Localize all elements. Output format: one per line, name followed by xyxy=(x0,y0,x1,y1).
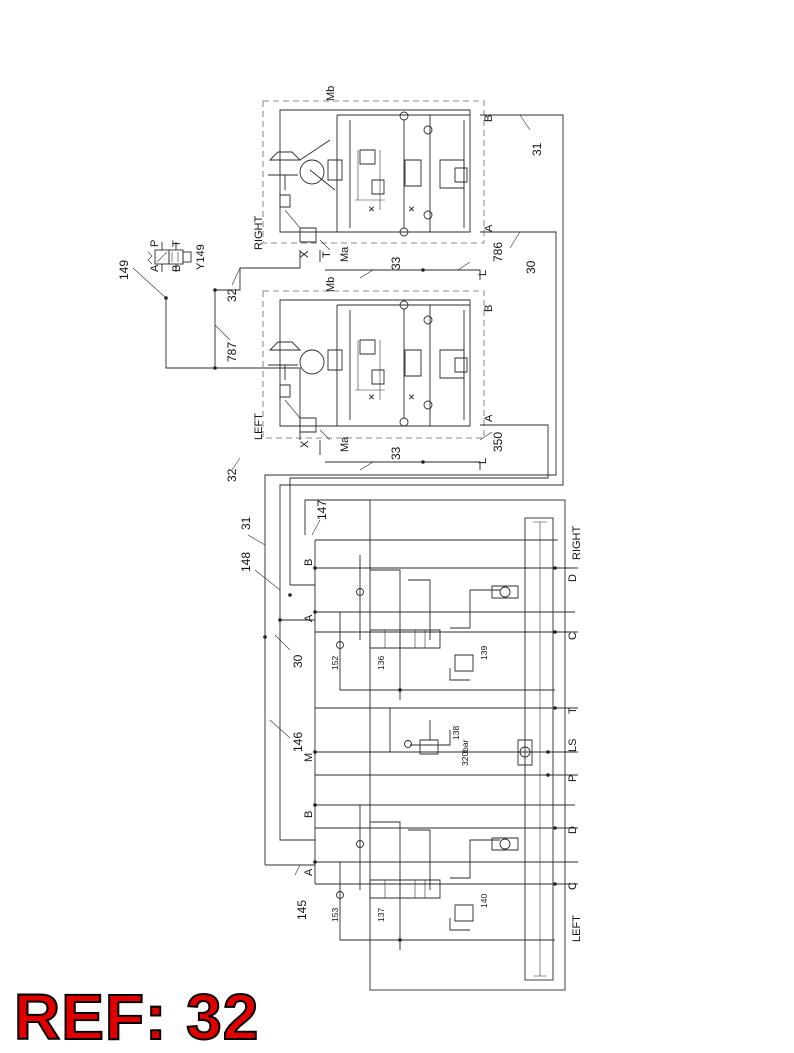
callout-31-top: 31 xyxy=(530,142,544,156)
callout-152: 152 xyxy=(330,656,340,670)
valve-port-b-upper: B xyxy=(303,559,315,566)
callout-30-bottom: 30 xyxy=(291,654,305,668)
valve-port-p: P xyxy=(567,775,579,782)
valve-port-t: T xyxy=(567,707,579,714)
pressure-label: 320bar xyxy=(460,739,470,766)
callout-139: 139 xyxy=(479,646,489,660)
port-b-y149: B xyxy=(171,265,183,272)
right-valve-label: RIGHT xyxy=(571,526,583,561)
valve-port-c-upper: C xyxy=(567,632,579,640)
port-p: P xyxy=(149,240,161,247)
callout-786: 786 xyxy=(491,242,505,262)
right-unit-label: RIGHT xyxy=(253,216,265,251)
callout-147: 147 xyxy=(315,500,329,520)
valve-port-b-lower: B xyxy=(303,811,315,818)
valve-port-m: M xyxy=(303,753,315,762)
callout-31-bottom: 31 xyxy=(239,516,253,530)
svg-text:✕: ✕ xyxy=(368,392,375,402)
port-a-y149: A xyxy=(149,264,161,272)
labels: RIGHT LEFT RIGHT LEFT 149 787 32 32 33 3… xyxy=(117,86,583,942)
left-pump-unit-frame xyxy=(262,290,485,439)
valve-manifold xyxy=(524,517,554,981)
left-unit-label: LEFT xyxy=(253,413,265,440)
port-ma-right: Ma xyxy=(339,246,351,262)
callout-138: 138 xyxy=(451,726,461,740)
callout-146: 146 xyxy=(291,732,305,752)
right-pump-unit-frame xyxy=(262,100,485,244)
callout-787: 787 xyxy=(225,342,239,362)
callout-30-top: 30 xyxy=(524,260,538,274)
port-x-right: X xyxy=(299,250,311,258)
callout-140: 140 xyxy=(479,894,489,908)
callout-350: 350 xyxy=(491,432,505,452)
port-ma-left: Ma xyxy=(339,436,351,452)
callout-153: 153 xyxy=(330,908,340,922)
callout-137: 137 xyxy=(376,908,386,922)
callout-136: 136 xyxy=(376,656,386,670)
valve-port-c-lower: C xyxy=(567,882,579,890)
callout-32-top: 32 xyxy=(225,288,239,302)
port-t: T xyxy=(171,240,183,247)
left-valve-label: LEFT xyxy=(571,915,583,942)
valve-port-a-lower: A xyxy=(303,868,315,876)
valve-port-ls: LS xyxy=(567,739,579,752)
left-pump-internals: ✕✕ xyxy=(268,299,471,441)
ref-badge: REF: 32 xyxy=(13,981,260,1053)
label-y149: Y149 xyxy=(195,244,207,270)
right-pump-internals: ✕✕ xyxy=(268,109,471,251)
callout-32-bottom: 32 xyxy=(225,468,239,482)
valve-port-a-upper: A xyxy=(303,614,315,622)
svg-text:✕: ✕ xyxy=(408,204,415,214)
callout-33-top: 33 xyxy=(389,256,403,270)
port-a-right: A xyxy=(483,224,495,232)
port-a-left: A xyxy=(483,414,495,422)
solenoid-valve-y149 xyxy=(147,242,192,272)
svg-text:✕: ✕ xyxy=(408,392,415,402)
upper-piping xyxy=(132,114,564,865)
valve-port-d-lower: D xyxy=(567,826,579,834)
svg-text:✕: ✕ xyxy=(368,204,375,214)
valve-block-frame xyxy=(369,499,566,991)
callout-145: 145 xyxy=(295,900,309,920)
port-t-right: T xyxy=(321,251,333,258)
port-x-left: X xyxy=(299,440,311,448)
port-mb-left: Mb xyxy=(325,277,337,292)
port-b-left: B xyxy=(483,305,495,312)
port-mb-right: Mb xyxy=(325,86,337,101)
port-l-left: L xyxy=(477,458,489,464)
callout-149: 149 xyxy=(117,260,131,280)
valve-port-d-upper: D xyxy=(567,574,579,582)
port-l-right: L xyxy=(477,270,489,276)
callout-148: 148 xyxy=(239,552,253,572)
manifold-inner xyxy=(533,521,547,977)
port-b-right: B xyxy=(483,115,495,122)
callout-33-bottom: 33 xyxy=(389,446,403,460)
valve-piping xyxy=(247,499,578,950)
